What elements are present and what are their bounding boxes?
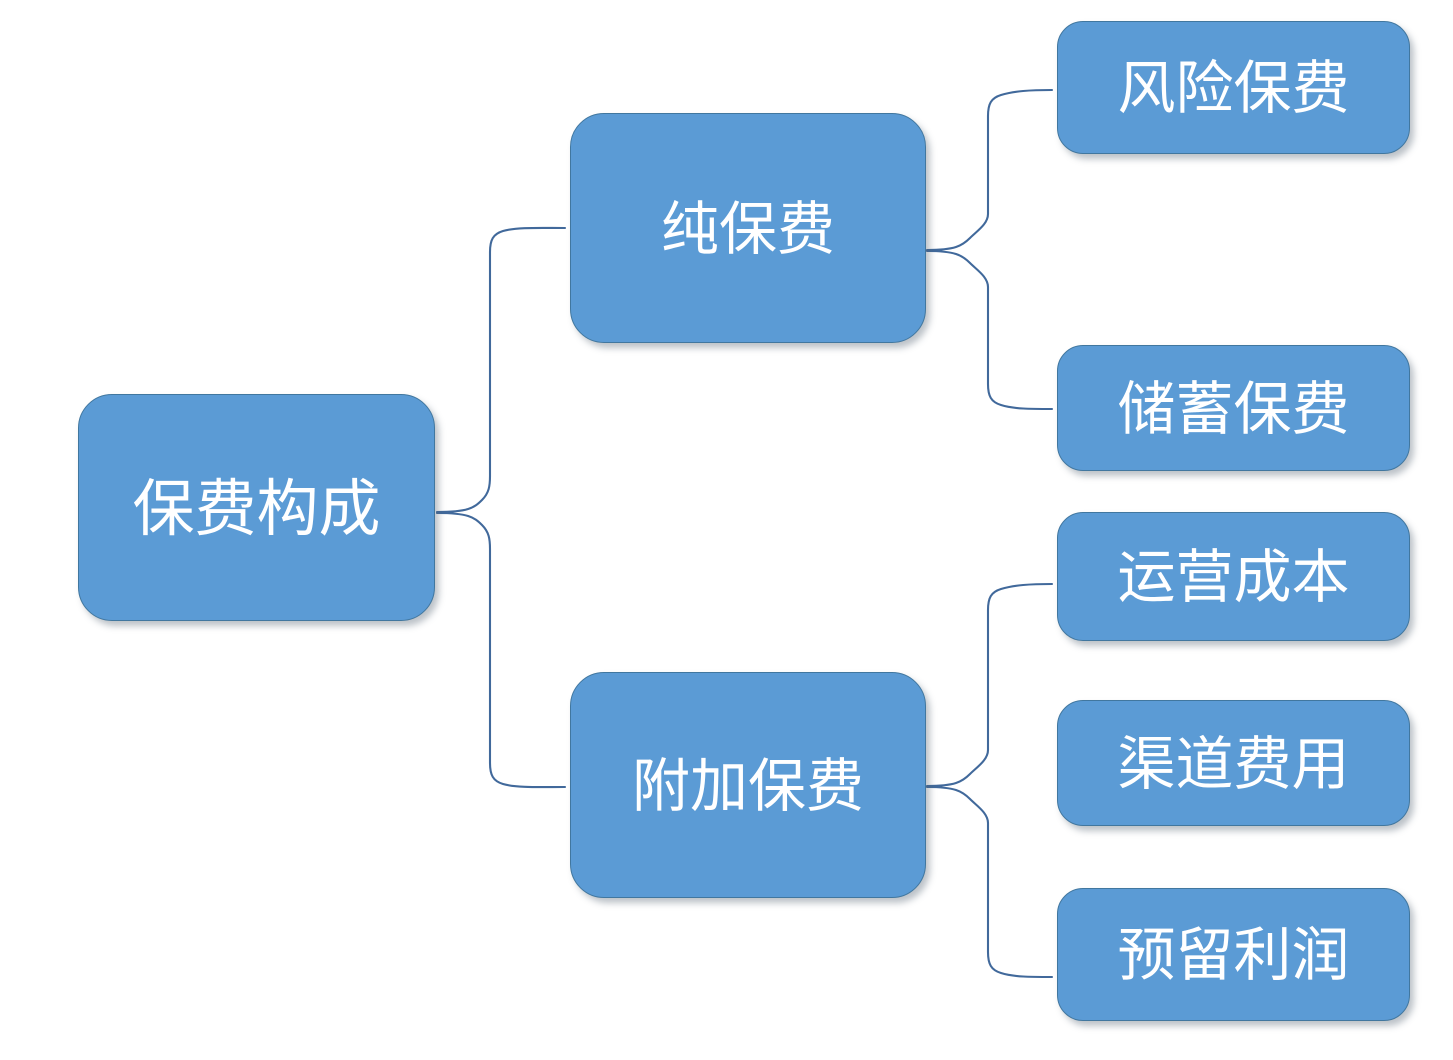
node-leaf-channel-expense[interactable]: 渠道费用 bbox=[1057, 700, 1410, 826]
node-leaf-savings-premium[interactable]: 储蓄保费 bbox=[1057, 345, 1410, 471]
node-leaf-reserved-profit-label: 预留利润 bbox=[1117, 923, 1350, 989]
node-leaf-operating-cost-label: 运营成本 bbox=[1117, 545, 1350, 611]
node-leaf-operating-cost[interactable]: 运营成本 bbox=[1057, 512, 1410, 641]
node-root-premium-composition[interactable]: 保费构成 bbox=[78, 394, 435, 621]
node-leaf-channel-expense-label: 渠道费用 bbox=[1117, 731, 1350, 797]
node-branch-pure-premium[interactable]: 纯保费 bbox=[570, 113, 926, 343]
node-leaf-risk-premium[interactable]: 风险保费 bbox=[1057, 21, 1410, 154]
node-leaf-reserved-profit[interactable]: 预留利润 bbox=[1057, 888, 1410, 1021]
node-root-label: 保费构成 bbox=[132, 474, 381, 544]
node-branch-pure-premium-label: 纯保费 bbox=[660, 196, 835, 262]
connector-root-brace bbox=[435, 226, 567, 789]
node-leaf-savings-premium-label: 储蓄保费 bbox=[1117, 376, 1350, 442]
connector-pure-brace bbox=[925, 88, 1054, 411]
node-branch-additional-premium-label: 附加保费 bbox=[631, 753, 864, 819]
connector-additional-brace bbox=[925, 582, 1054, 979]
node-leaf-risk-premium-label: 风险保费 bbox=[1117, 56, 1350, 122]
node-branch-additional-premium[interactable]: 附加保费 bbox=[570, 672, 926, 898]
